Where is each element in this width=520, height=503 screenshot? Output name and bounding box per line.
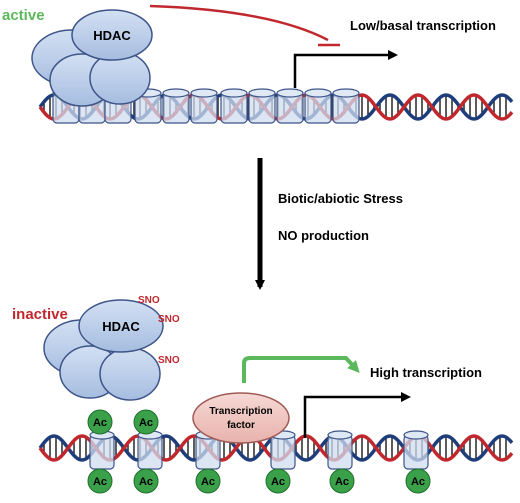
acetyl-label: Ac — [271, 476, 285, 488]
hdac-label-bottom: HDAC — [102, 319, 140, 334]
inactive-state-label: inactive — [12, 306, 68, 323]
sno-label: SNO — [158, 314, 180, 325]
nucleosome-cap — [276, 88, 304, 98]
nucleosome — [137, 434, 163, 470]
active-state-label: active — [2, 7, 45, 24]
acetyl-label: Ac — [201, 476, 215, 488]
acetyl-circle — [133, 409, 159, 435]
acetyl-circle — [87, 409, 113, 435]
acetyl-circle — [329, 468, 355, 494]
tf-label-line1: Transcription — [209, 406, 272, 417]
activation-arrow — [242, 356, 360, 383]
acetyl-label: Ac — [93, 476, 107, 488]
acetyl-label: Ac — [93, 417, 107, 429]
transcription-factor-shape — [192, 392, 290, 444]
nucleosome-cap — [190, 88, 218, 98]
middle-panel: Biotic/abiotic Stress NO production — [255, 158, 403, 290]
acetyl-circle — [87, 468, 113, 494]
hdac-complex-inactive: HDAC — [43, 299, 164, 401]
nucleosome-cap — [327, 430, 353, 440]
high-transcription-label: High transcription — [370, 365, 482, 380]
nucleosome-cap — [332, 88, 360, 98]
nucleosome — [270, 434, 296, 470]
hdac-enzyme — [78, 299, 164, 353]
acetyl-circle — [133, 468, 159, 494]
acetyl-label: Ac — [335, 476, 349, 488]
nucleosome-cap — [403, 430, 429, 440]
acetyl-label: Ac — [411, 476, 425, 488]
transcription-factor: Transcription factor — [192, 392, 290, 444]
acetyl-circle — [265, 468, 291, 494]
hdac-subunit — [99, 347, 161, 401]
sno-label: SNO — [158, 355, 180, 366]
low-transcription-label: Low/basal transcription — [350, 18, 496, 33]
nucleosome-cap — [248, 88, 276, 98]
nucleosome — [89, 434, 115, 470]
hdac-complex-active: HDAC — [31, 9, 153, 107]
hdac-enzyme — [71, 9, 153, 61]
repression-arrow — [149, 4, 329, 42]
nucleosome-cap — [162, 88, 190, 98]
tf-label-line2: factor — [227, 420, 255, 431]
nucleosome-cap — [304, 88, 332, 98]
acetyl-label: Ac — [139, 476, 153, 488]
sno-label: SNO — [138, 295, 160, 306]
acetyl-circle — [405, 468, 431, 494]
hdac-label-top: HDAC — [93, 28, 131, 43]
acetyl-circle — [195, 468, 221, 494]
nucleosome-cap — [220, 88, 248, 98]
no-production-label: NO production — [278, 228, 369, 243]
transcription-arrow-high — [303, 392, 411, 438]
transcription-arrow-low — [293, 50, 398, 88]
acetyl-label: Ac — [139, 417, 153, 429]
nucleosome — [327, 434, 353, 470]
stress-label: Biotic/abiotic Stress — [278, 191, 403, 206]
nucleosome — [403, 434, 429, 470]
top-panel: active HDAC Low/basal transcription — [2, 4, 514, 124]
